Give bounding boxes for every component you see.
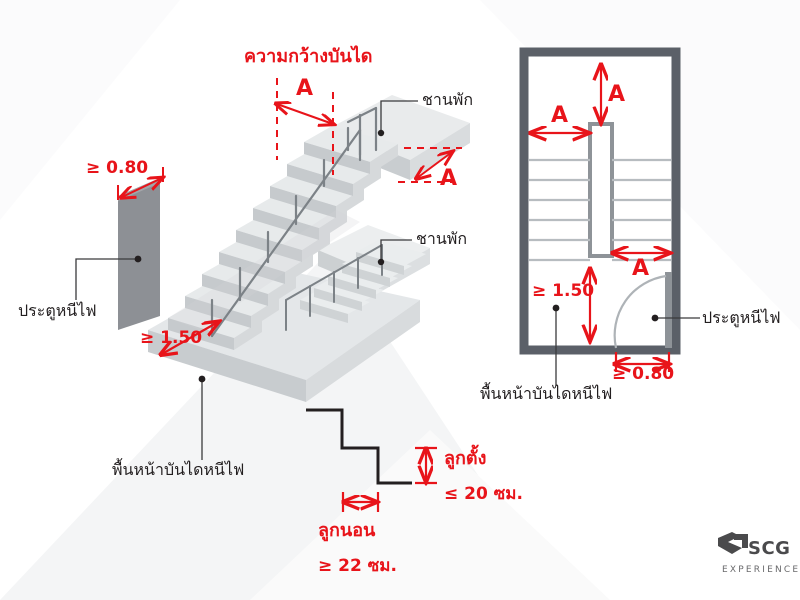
dim-stair-width-top — [277, 78, 333, 175]
plan-left-treads — [529, 158, 590, 262]
logo-tagline: EXPERIENCE — [722, 565, 800, 575]
value-tread: ≥ 22 ซม. — [318, 556, 397, 576]
dim-door-width-iso — [118, 167, 163, 200]
dim-label-landing-depth-iso: ≥ 1.50 — [140, 328, 203, 348]
plan-leader-lines — [552, 304, 700, 386]
value-riser: ≤ 20 ซม. — [444, 484, 523, 504]
label-fire-door-plan: ประตูหนีไฟ — [702, 308, 781, 327]
dim-landing-depth-iso — [162, 322, 218, 354]
dim-tread — [343, 492, 378, 512]
upper-handrail — [210, 106, 378, 338]
label-landing-upper: ชานพัก — [422, 90, 474, 109]
label-tread: ลูกนอน — [318, 520, 376, 541]
plan-door-swing — [613, 272, 672, 349]
dim-riser — [415, 448, 437, 483]
step-profile — [306, 408, 412, 485]
dim-label-door-width-iso: ≥ 0.80 — [86, 158, 149, 178]
dim-label-stair-width-landing: A — [440, 166, 458, 191]
dim-label-stair-width-top: A — [296, 76, 314, 101]
plan-dim-label-left: A — [551, 103, 569, 128]
plan-dim-label-vertical: A — [608, 82, 626, 107]
leader-lines — [75, 100, 418, 460]
label-floor-front-iso: พื้นหน้าบันไดหนีไฟ — [112, 460, 245, 479]
label-floor-front-plan: พื้นหน้าบันไดหนีไฟ — [480, 384, 613, 403]
plan-dim-label-right: A — [632, 256, 650, 281]
label-landing-lower: ชานพัก — [416, 229, 468, 248]
dim-stair-width-landing — [398, 147, 462, 183]
plan-dim-label-door-width: ≥ 0.80 — [612, 364, 675, 384]
plan-dim-label-landing-depth: ≥ 1.50 — [532, 281, 595, 301]
label-riser: ลูกตั้ง — [444, 448, 487, 469]
logo-brand: SCG — [748, 538, 791, 559]
diagram-title: ความกว้างบันได — [244, 46, 373, 67]
label-fire-door-iso: ประตูหนีไฟ — [18, 301, 97, 320]
plan-dimensions — [532, 66, 669, 372]
